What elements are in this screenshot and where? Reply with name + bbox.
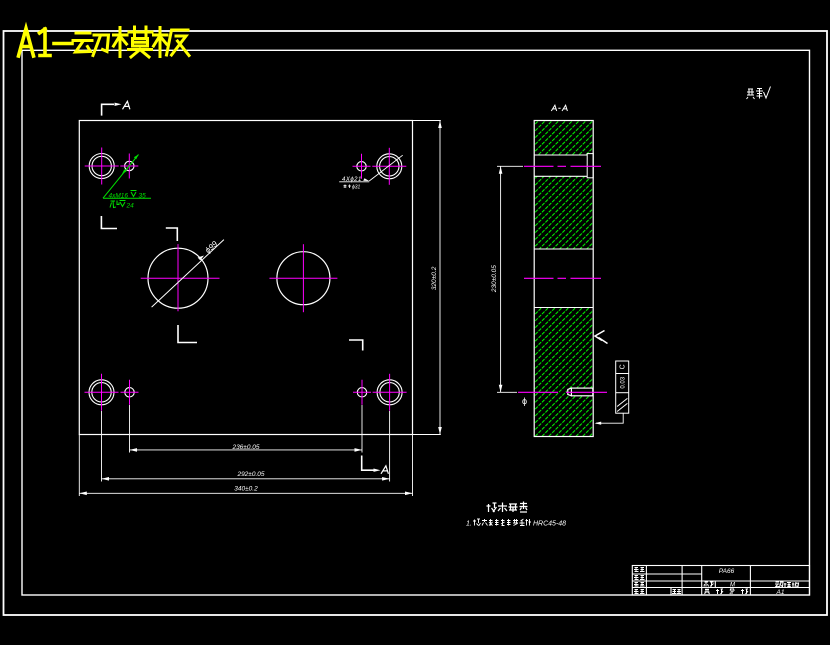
svg-text:ϕ: ϕ: [522, 396, 527, 406]
svg-text:340±0.2: 340±0.2: [234, 486, 258, 493]
svg-text:0.03: 0.03: [621, 376, 627, 388]
svg-text:M: M: [730, 583, 735, 589]
svg-text:A1: A1: [776, 589, 785, 596]
svg-text:ϕ31: ϕ31: [352, 185, 361, 191]
svg-text:4Xϕ21: 4Xϕ21: [342, 177, 362, 183]
svg-text:1.: 1.: [466, 521, 472, 528]
svg-text:320±0.2: 320±0.2: [431, 266, 438, 290]
svg-text:4xM16: 4xM16: [109, 193, 129, 200]
svg-text:236±0.05: 236±0.05: [231, 444, 259, 451]
svg-text:230±0.05: 230±0.05: [491, 265, 498, 293]
svg-text:24: 24: [126, 203, 135, 210]
svg-text:PA66: PA66: [719, 568, 735, 575]
svg-text:HRC45-48: HRC45-48: [533, 521, 566, 528]
svg-text:35: 35: [139, 193, 147, 200]
svg-text:292±0.05: 292±0.05: [236, 471, 264, 478]
svg-text:C: C: [620, 364, 627, 369]
